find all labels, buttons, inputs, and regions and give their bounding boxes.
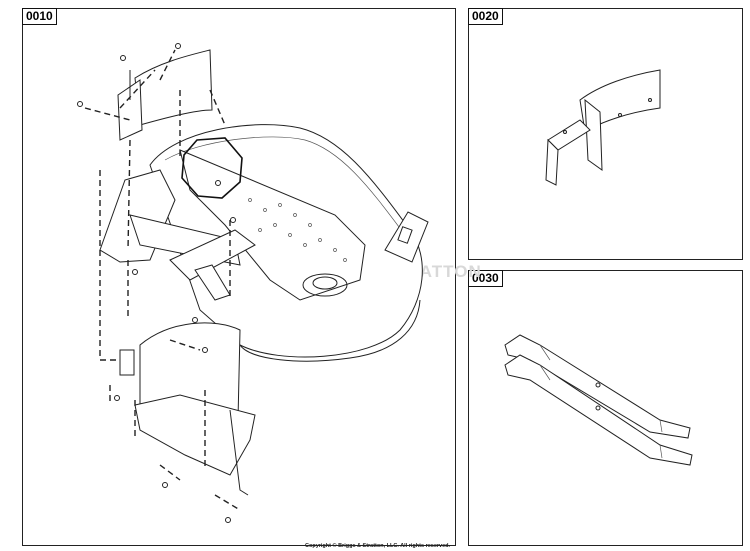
copyright-notice: Copyright © Briggs & Stratton, LLC. All …	[305, 543, 451, 549]
panel-label: 0010	[22, 8, 57, 25]
diagram-panel-0020: 0020	[468, 8, 743, 260]
panel-label: 0030	[468, 270, 503, 287]
baffle-part	[545, 69, 661, 186]
mower-deck-assembly	[77, 43, 429, 523]
panel-label: 0020	[468, 8, 503, 25]
diagram-panel-0030: 0030	[468, 270, 743, 546]
mower-blades	[504, 334, 693, 466]
